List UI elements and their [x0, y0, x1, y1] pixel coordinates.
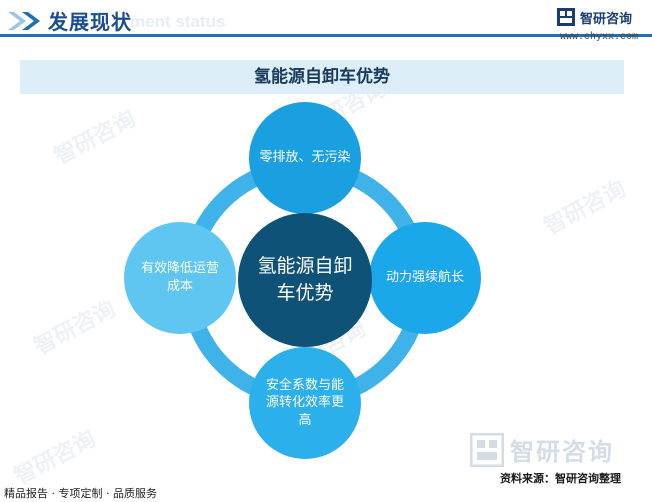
node-bottom: [249, 347, 361, 459]
node-left: [124, 222, 236, 334]
page-subtitle: ment status: [130, 12, 226, 31]
title-band: [20, 60, 624, 94]
header-divider: [0, 34, 652, 37]
brand-url: www.chyxx.com: [560, 32, 639, 43]
center-label: 氢能源自卸车优势: [257, 255, 353, 304]
brand: 智研咨询: [556, 7, 632, 27]
header-chevron-icon: [8, 12, 40, 30]
node-right: [369, 222, 481, 334]
page-title: 发展现状: [48, 10, 132, 34]
source-note: 资料来源：智研咨询整理: [500, 472, 621, 485]
brand-name: 智研咨询: [580, 11, 633, 27]
node-right-label: 动力强续航长: [385, 270, 464, 286]
diagram-title: 氢能源自卸车优势: [254, 67, 390, 87]
footer-brand-logo-icon: [470, 432, 504, 467]
node-left-label: 有效降低运营成本: [140, 261, 219, 294]
footer-brand: 智研咨询: [470, 432, 614, 467]
footer-tagline: 精品报告 · 专项定制 · 品质服务: [4, 487, 157, 500]
footer-brand-name: 智研咨询: [510, 438, 614, 466]
node-top-label: 零排放、无污染: [259, 150, 351, 166]
node-top: [249, 102, 361, 214]
node-bottom-label: 安全系数与能源转化效率更高: [265, 377, 344, 428]
brand-logo-icon: [557, 8, 575, 26]
center-node: [238, 213, 372, 347]
